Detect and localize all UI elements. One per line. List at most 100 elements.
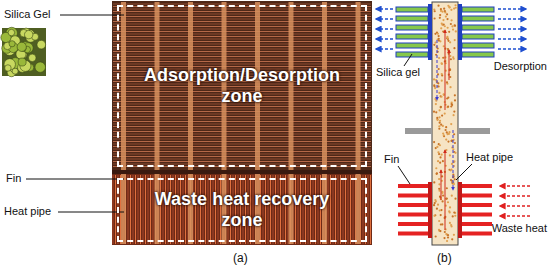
wick-particle [437,82,439,84]
heat-fin [398,222,428,226]
wick-particle [433,215,435,217]
wick-particle [454,4,456,6]
fin-line [138,175,139,244]
wick-particle [443,135,445,137]
fin-line [338,175,339,244]
wick-particle [445,129,447,131]
fin-line [113,149,371,150]
fin-line [128,175,129,244]
leader-line [60,15,124,16]
wick-particle [433,85,435,87]
wick-particle [447,48,449,50]
wick-particle [450,169,452,171]
leader-line [398,166,410,184]
panel-label: (b) [437,252,452,265]
wick-particle [435,167,437,169]
fin-line [185,175,186,244]
fin-line [213,175,214,244]
wick-particle [433,78,435,80]
wick-particle [445,138,447,140]
wick-particle [446,13,448,15]
wick-particle [450,58,452,60]
wick-particle [440,124,442,126]
wick-particle [445,149,447,151]
wick-particle [435,235,437,237]
wick-particle [441,80,443,82]
wick-particle [434,17,436,19]
wick-particle [433,204,435,206]
wick-particle [446,18,448,20]
fin-line [343,175,344,244]
desorption-arrow [498,28,526,29]
wick-particle [448,133,450,135]
fin-line [300,175,301,244]
wick-particle [438,109,440,111]
partition-plate [458,128,490,134]
liquid-return-arrow [453,130,454,190]
fin-line [180,175,181,244]
wick-particle [446,106,448,108]
silica-gel-fin [462,25,494,30]
wick-particle [439,209,441,211]
heat-pipe-tube [432,2,458,245]
wick-particle [449,206,451,208]
wick-particle [440,223,442,225]
fin-line [283,175,284,244]
fin-line [270,175,271,244]
wick-particle [448,31,450,33]
fin-line [113,49,371,50]
fin-line [268,175,269,244]
wick-particle [440,106,442,108]
wick-particle [447,38,449,40]
fin-line [228,175,229,244]
liquid-return-arrow [437,40,438,100]
vapour-arrow [441,170,442,200]
fin-line [273,175,274,244]
wick-particle [454,39,456,41]
fin-line [113,136,371,137]
fin-line [113,119,371,120]
wick-particle [447,140,449,142]
fin-line [130,175,131,244]
wick-particle [442,160,444,162]
wick-particle [454,142,456,144]
heat-fin [398,194,428,198]
heat-pipes [121,2,361,244]
wick-particle [442,194,444,196]
wick-particle [436,146,438,148]
wick-particle [454,178,456,180]
fin-line [160,175,161,244]
wick-particle [449,86,451,88]
wick-particle [433,84,435,86]
wick-particle [439,162,441,164]
wick-particle [437,33,439,35]
wick-particle [452,56,454,58]
fin-line [113,29,371,30]
fin-line [113,134,371,135]
wick-particle [434,199,436,201]
wick-particle [441,73,443,75]
fin-line [208,175,209,244]
silica-gel-fin [396,34,428,39]
heat-fin [462,213,492,217]
wick-particle [449,76,451,78]
wick-particle [439,120,441,122]
fin-line [113,54,371,55]
fin-clamp [458,182,462,238]
fin-line [260,175,261,244]
silica-gel-bead [9,41,15,47]
wick-particle [449,222,451,224]
silica-gel-clamp [458,4,462,60]
silica-gel-fin [396,43,428,48]
waste-heat-arrow [500,215,530,216]
wick-particle [454,99,456,101]
wick-particle [441,114,443,116]
fin-line [220,175,221,244]
fin-line [113,151,371,152]
wick-particle [440,154,442,156]
fin-line [173,175,174,244]
wick-particle [440,10,442,12]
wick-particle [445,198,447,200]
wick-particle [451,19,453,21]
fin-line [113,26,371,27]
